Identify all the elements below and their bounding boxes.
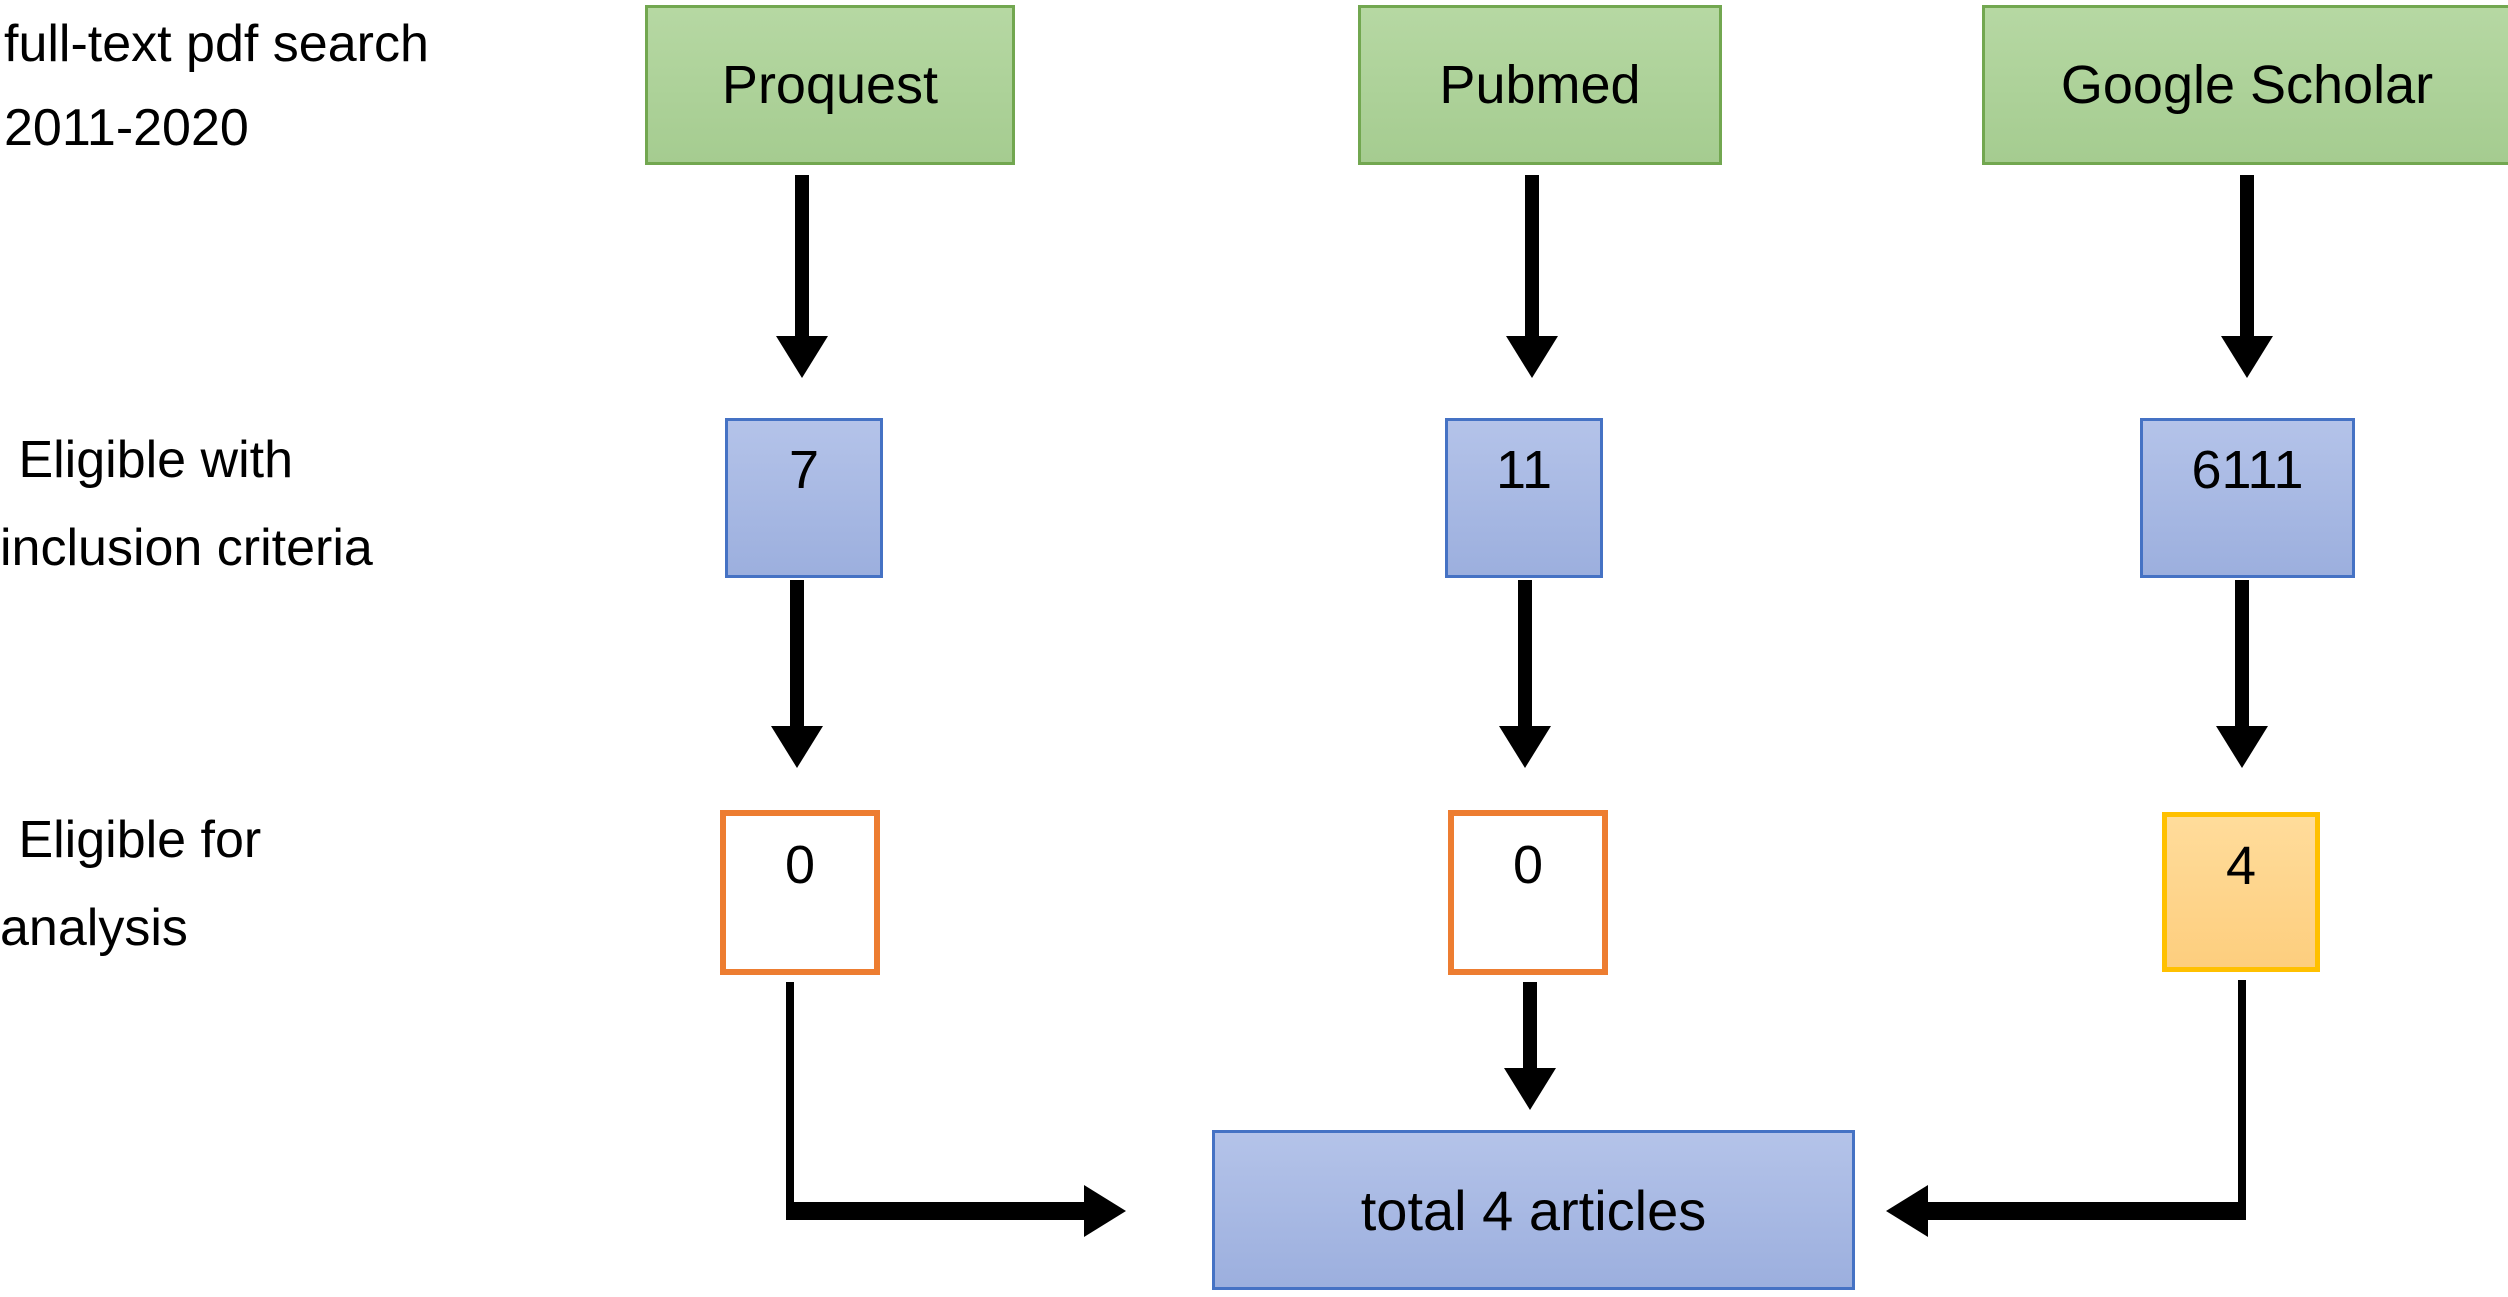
arrow-line-scholar-inclusion-to-analysis <box>2235 580 2249 735</box>
arrow-head-pubmed-to-total <box>1504 1068 1556 1110</box>
arrow-line-proquest-to-eligible <box>795 175 809 345</box>
elbow-horizontal-proquest-to-total <box>786 1202 1086 1220</box>
stage-label-search-line2: 2011-2020 <box>4 99 249 157</box>
stage-label-inclusion-line1: Eligible with <box>4 431 294 489</box>
stage-label-inclusion-line2: inclusion criteria <box>0 519 373 577</box>
count-box-pubmed-inclusion[interactable]: 11 <box>1445 418 1603 578</box>
source-box-proquest[interactable]: Proquest <box>645 5 1015 165</box>
count-box-proquest-analysis[interactable]: 0 <box>720 810 880 975</box>
count-box-scholar-analysis[interactable]: 4 <box>2162 812 2320 972</box>
count-box-proquest-inclusion[interactable]: 7 <box>725 418 883 578</box>
stage-label-analysis-line2: analysis <box>0 899 188 957</box>
arrow-head-proquest-to-total <box>1084 1185 1126 1237</box>
arrow-head-pubmed-to-eligible <box>1506 336 1558 378</box>
total-articles-box[interactable]: total 4 articles <box>1212 1130 1855 1290</box>
arrow-line-proquest-inclusion-to-analysis <box>790 580 804 735</box>
elbow-vertical-proquest-to-total <box>786 982 794 1220</box>
count-box-scholar-inclusion[interactable]: 6111 <box>2140 418 2355 578</box>
arrow-head-scholar-to-total <box>1886 1185 1928 1237</box>
elbow-horizontal-scholar-to-total <box>1928 1202 2246 1220</box>
source-box-pubmed[interactable]: Pubmed <box>1358 5 1722 165</box>
count-box-pubmed-analysis[interactable]: 0 <box>1448 810 1608 975</box>
arrow-line-pubmed-to-eligible <box>1525 175 1539 345</box>
arrow-head-proquest-inclusion-to-analysis <box>771 726 823 768</box>
arrow-line-scholar-to-eligible <box>2240 175 2254 345</box>
arrow-head-scholar-to-eligible <box>2221 336 2273 378</box>
arrow-head-scholar-inclusion-to-analysis <box>2216 726 2268 768</box>
source-box-google-scholar[interactable]: Google Scholar <box>1982 5 2508 165</box>
arrow-head-pubmed-inclusion-to-analysis <box>1499 726 1551 768</box>
arrow-head-proquest-to-eligible <box>776 336 828 378</box>
elbow-vertical-scholar-to-total <box>2238 980 2246 1220</box>
stage-label-search-line1: full-text pdf search <box>4 15 429 73</box>
arrow-line-pubmed-inclusion-to-analysis <box>1518 580 1532 735</box>
stage-label-analysis-line1: Eligible for <box>4 811 262 869</box>
arrow-line-pubmed-to-total <box>1523 982 1537 1077</box>
